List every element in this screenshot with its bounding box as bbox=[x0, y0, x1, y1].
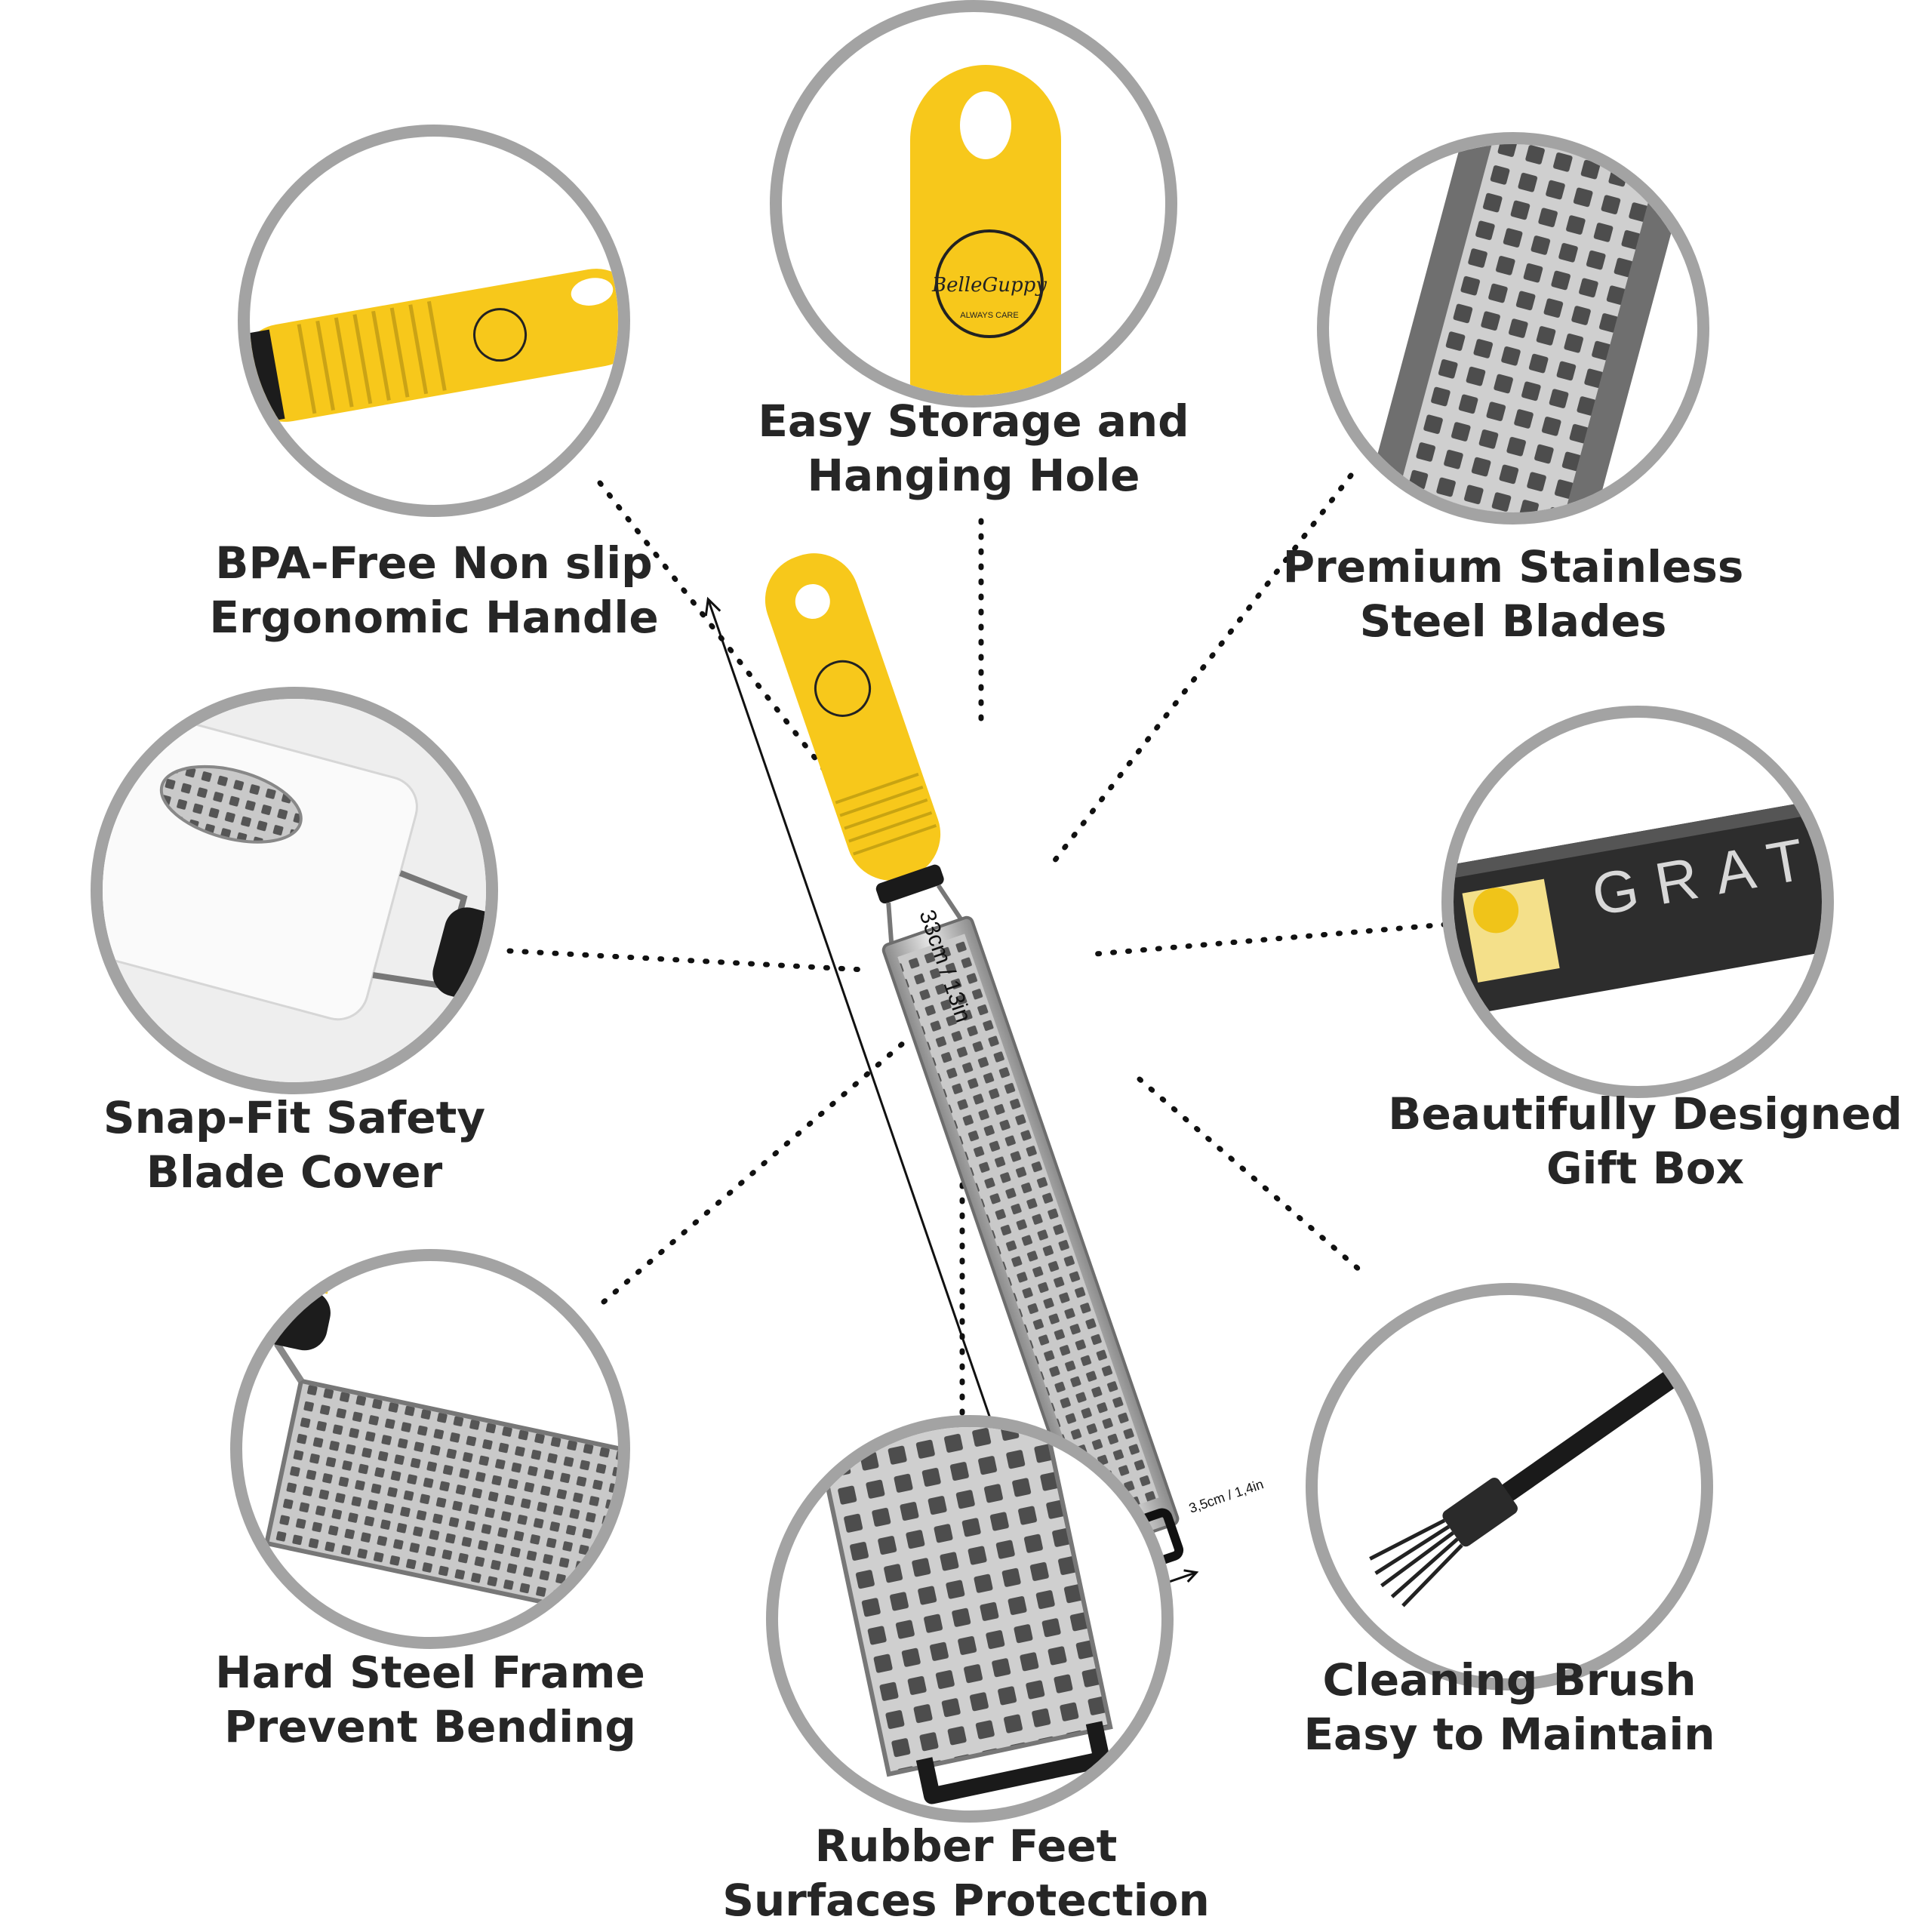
connector-handle bbox=[597, 480, 833, 780]
feature-label-giftbox: Beautifully Designed Gift Box bbox=[1374, 1087, 1917, 1195]
feature-title: Easy Storage and bbox=[758, 395, 1189, 447]
rubber-feet-closeup-image bbox=[812, 1427, 1113, 1804]
connector-giftbox bbox=[1084, 921, 1448, 958]
feature-subtitle: Ergonomic Handle bbox=[209, 592, 659, 643]
feature-subtitle: Easy to Maintain bbox=[1303, 1709, 1715, 1760]
feature-subtitle: Gift Box bbox=[1546, 1143, 1745, 1194]
frame-closeup-image bbox=[242, 1261, 618, 1628]
feature-title: Premium Stainless bbox=[1282, 541, 1744, 592]
connector-brush bbox=[1137, 1076, 1369, 1278]
handle-closeup-image bbox=[250, 269, 618, 428]
feature-title: BPA-Free Non slip bbox=[215, 537, 653, 589]
gift-box-closeup-image: GRAT bbox=[1454, 791, 1822, 1019]
feature-subtitle: Steel Blades bbox=[1359, 595, 1667, 647]
feature-title: Beautifully Designed bbox=[1388, 1088, 1903, 1140]
feature-circle-handle bbox=[238, 125, 630, 517]
feature-circle-feet bbox=[766, 1415, 1174, 1823]
feature-subtitle: Prevent Bending bbox=[224, 1701, 636, 1752]
feature-title: Hard Steel Frame bbox=[215, 1647, 645, 1698]
blade-cover-closeup-image bbox=[103, 699, 486, 1082]
feature-label-blades: Premium Stainless Steel Blades bbox=[1241, 540, 1785, 648]
feature-circle-blades bbox=[1317, 132, 1709, 525]
feature-label-handle: BPA-Free Non slip Ergonomic Handle bbox=[162, 536, 706, 645]
hanging-hole bbox=[795, 583, 830, 619]
brand-logo-large bbox=[935, 229, 1044, 338]
brand-logo bbox=[814, 660, 872, 717]
feature-circle-brush bbox=[1306, 1283, 1713, 1690]
grater-handle bbox=[764, 553, 941, 881]
feature-circle-hanging: BelleGuppy ALWAYS CARE bbox=[770, 0, 1177, 408]
feature-subtitle: Hanging Hole bbox=[807, 450, 1140, 501]
feature-circle-giftbox: GRAT bbox=[1441, 706, 1834, 1098]
feature-subtitle: Surfaces Protection bbox=[722, 1875, 1210, 1926]
feature-subtitle: Blade Cover bbox=[146, 1146, 443, 1198]
feature-label-frame: Hard Steel Frame Prevent Bending bbox=[158, 1645, 702, 1754]
feature-label-cover: Snap-Fit Safety Blade Cover bbox=[23, 1091, 566, 1199]
width-dimension-label: 3,5cm / 1,4in bbox=[1187, 1476, 1266, 1515]
feature-label-feet: Rubber Feet Surfaces Protection bbox=[694, 1819, 1238, 1927]
hanging-hole-closeup-image: BelleGuppy ALWAYS CARE bbox=[910, 65, 1061, 395]
feature-circle-cover bbox=[91, 687, 498, 1094]
brand-name: BelleGuppy bbox=[931, 274, 1047, 297]
feature-circle-frame bbox=[230, 1249, 630, 1649]
blades-closeup-image bbox=[1353, 144, 1697, 512]
cleaning-brush-image bbox=[1369, 1367, 1684, 1607]
feature-label-hanging: Easy Storage and Hanging Hole bbox=[702, 394, 1245, 503]
connector-cover bbox=[506, 948, 867, 973]
feature-label-brush: Cleaning Brush Easy to Maintain bbox=[1238, 1653, 1781, 1761]
feature-title: Cleaning Brush bbox=[1322, 1654, 1697, 1706]
feature-title: Rubber Feet bbox=[814, 1820, 1118, 1872]
brand-tagline: ALWAYS CARE bbox=[960, 311, 1018, 320]
feature-title: Snap-Fit Safety bbox=[103, 1092, 486, 1143]
